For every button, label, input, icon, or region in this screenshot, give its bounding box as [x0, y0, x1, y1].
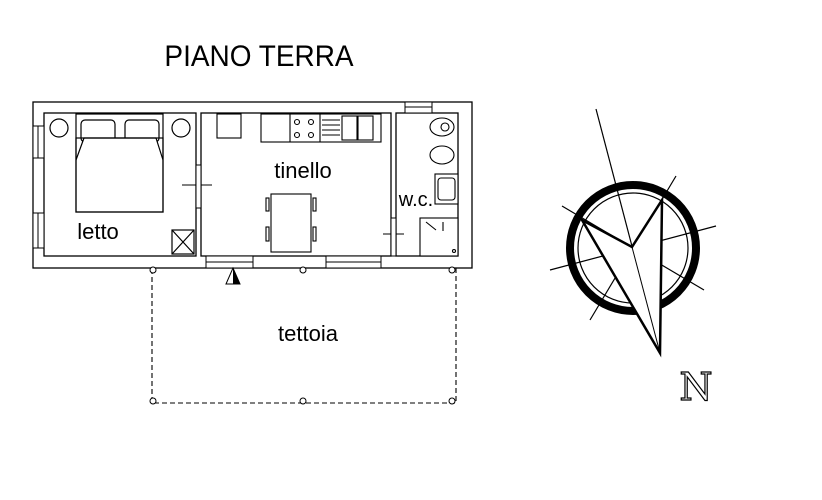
- north-compass-icon: [549, 108, 717, 358]
- doors: [182, 164, 404, 257]
- label-tettoia: tettoia: [278, 321, 339, 346]
- bed: [49, 113, 195, 255]
- dining-table: [270, 193, 312, 253]
- label-tinello: tinello: [274, 158, 331, 183]
- kitchen: [216, 113, 382, 253]
- windows: [32, 101, 433, 269]
- label-letto: letto: [77, 219, 119, 244]
- north-label: N: [679, 365, 712, 409]
- label-wc: w.c.: [398, 189, 433, 211]
- plan-title: PIANO TERRA: [164, 41, 354, 74]
- canopy: [149, 266, 457, 405]
- bathroom-fixtures: [419, 117, 459, 257]
